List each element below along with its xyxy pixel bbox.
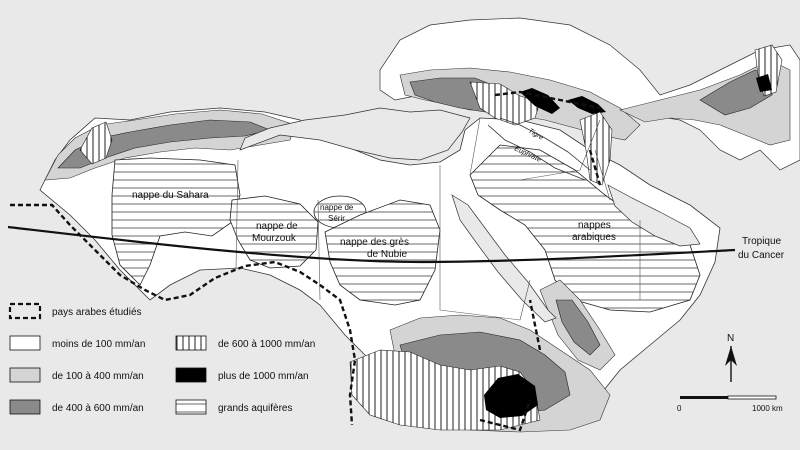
svg-text:de 400 à 600 mm/an: de 400 à 600 mm/an — [52, 403, 144, 414]
aquifer-sahara — [111, 157, 241, 286]
aquifer-arabiques — [469, 144, 701, 313]
legend-item-p1000: plus de 1000 mm/an — [175, 367, 309, 383]
north-arrow: N — [725, 333, 737, 382]
legend-item-p100-400: de 100 à 400 mm/an — [9, 367, 144, 383]
label-tropic-1: Tropique — [742, 236, 782, 247]
aquifer-nubie — [324, 199, 441, 306]
studied-countries-outline — [10, 90, 602, 432]
label-arabiques-2: arabiques — [572, 232, 616, 243]
scale-bar: 0 1000 km — [677, 395, 783, 413]
legend-item-p400-600: de 400 à 600 mm/an — [9, 399, 144, 415]
rain-zagros-600 — [579, 111, 613, 186]
svg-text:1000 km: 1000 km — [752, 404, 783, 413]
svg-text:pays arabes étudiés: pays arabes étudiés — [52, 307, 142, 318]
svg-text:grands aquifères: grands aquifères — [218, 403, 293, 414]
boundary-lines — [235, 117, 641, 321]
persian-gulf — [607, 184, 701, 247]
rain-yemen-mid — [555, 299, 601, 356]
legend-item-p100: moins de 100 mm/an — [9, 335, 145, 351]
label-mourzouk-1: nappe de — [256, 221, 298, 232]
svg-text:de 100 à 400 mm/an: de 100 à 400 mm/an — [52, 371, 144, 382]
rain-ethiopia-1000 — [484, 374, 538, 418]
river-euphrate — [487, 124, 586, 181]
label-sahara: nappe du Sahara — [132, 190, 209, 201]
rain-iran-1000 — [756, 74, 772, 92]
river-tigre — [499, 117, 591, 171]
label-arabiques-1: nappes — [578, 220, 611, 231]
label-serir-2: Sérir — [328, 214, 345, 223]
rain-anatolia-1000c — [568, 96, 606, 114]
legend-item-etudies: pays arabes étudiés — [8, 302, 142, 320]
label-nubie-2: de Nubie — [367, 249, 407, 260]
legend-item-p600-1000: de 600 à 1000 mm/an — [175, 335, 315, 351]
aquifer-mourzouk — [229, 195, 319, 269]
legend: pays arabes étudiés moins de 100 mm/an d… — [8, 302, 315, 415]
svg-text:de 600 à 1000 mm/an: de 600 à 1000 mm/an — [218, 339, 315, 350]
svg-text:plus de 1000 mm/an: plus de 1000 mm/an — [218, 371, 309, 382]
rain-anatolia-600 — [469, 81, 541, 126]
label-tropic-2: du Cancer — [738, 250, 785, 261]
mediterranean-sea — [239, 107, 471, 161]
label-nubie-1: nappe des grès — [340, 237, 409, 248]
tropic-line — [7, 225, 736, 264]
svg-text:moins de 100 mm/an: moins de 100 mm/an — [52, 339, 145, 350]
svg-text:0: 0 — [677, 404, 682, 413]
label-serir-1: nappe de — [320, 203, 354, 212]
svg-text:N: N — [727, 333, 734, 344]
red-sea — [451, 194, 557, 323]
label-mourzouk-2: Mourzouk — [252, 233, 297, 244]
legend-item-aquiferes: grands aquifères — [175, 399, 293, 415]
rain-atlas-600 — [79, 121, 113, 165]
